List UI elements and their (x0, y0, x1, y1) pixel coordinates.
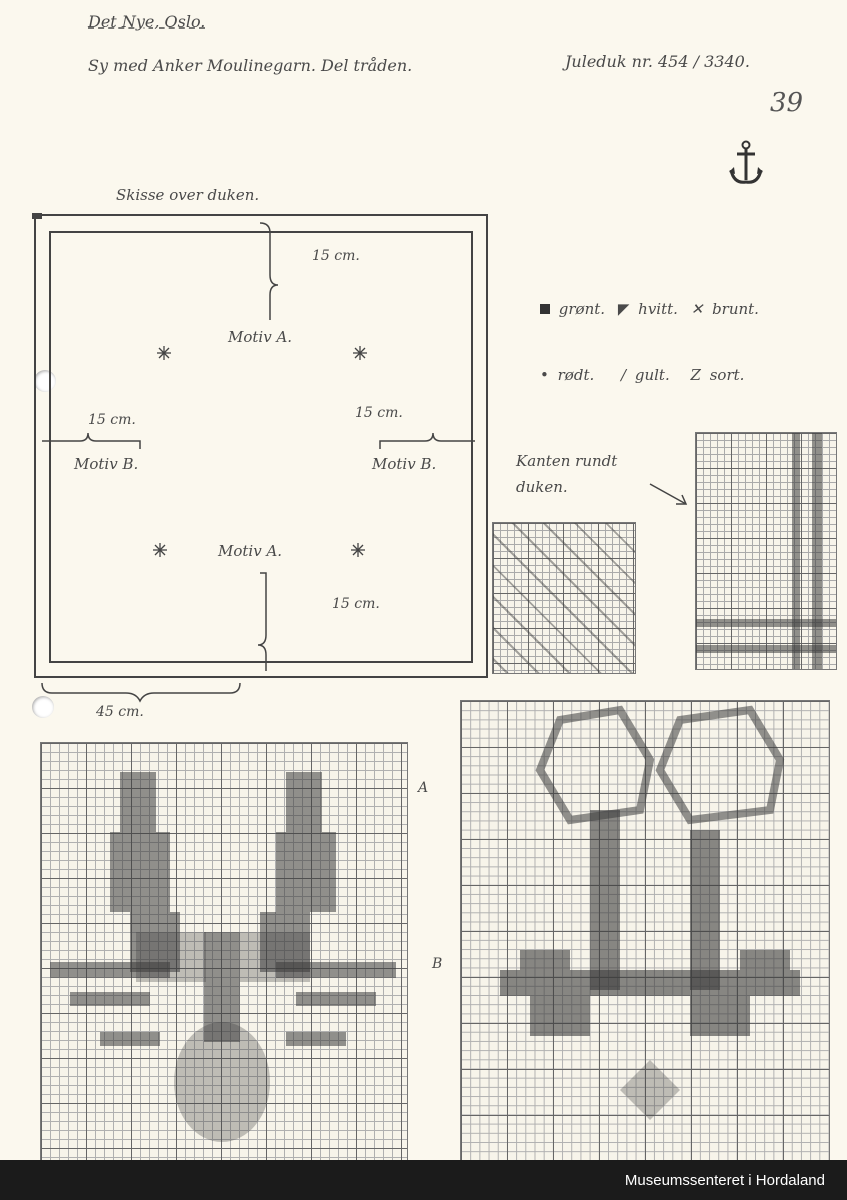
chart-marker-b: B (432, 956, 443, 972)
legend-row-2: • rødt. / gult. Z sort. (540, 366, 744, 384)
legend-row-1: grønt. ◤ hvitt. ✕ brunt. (540, 300, 759, 318)
legend-black: sort. (709, 366, 745, 384)
tablecloth-sketch (32, 213, 488, 703)
motif-b-figures (500, 705, 800, 1120)
motif-a-bottom-label: Motiv A. (218, 542, 283, 560)
yellow-slash-symbol: / (621, 366, 627, 384)
pattern-number: Juleduk nr. 454 / 3340. (565, 52, 750, 71)
red-dot-symbol: • (540, 366, 549, 384)
border-note-line-1: Kanten rundt (516, 452, 618, 470)
legend-green: grønt. (558, 300, 606, 318)
legend-red: rødt. (557, 366, 595, 384)
brown-cross-symbol: ✕ (690, 300, 704, 318)
green-square-symbol (540, 304, 550, 314)
border-stitch-chart (695, 432, 837, 670)
publisher-heading: Det Nye, Oslo. (88, 12, 206, 31)
arrow-icon (649, 483, 688, 505)
legend-white: hvitt. (638, 300, 678, 318)
pattern-sheet: Det Nye, Oslo. Sy med Anker Moulinegarn.… (32, 12, 837, 1160)
punch-hole (32, 696, 54, 718)
anchor-icon (729, 140, 763, 184)
chart-marker-a: A (418, 780, 429, 796)
motif-b-right-label: Motiv B. (372, 455, 437, 473)
instruction-text: Sy med Anker Moulinegarn. Del tråden. (88, 56, 413, 75)
page-number: 39 (770, 88, 804, 118)
corner-stitch-chart (492, 522, 636, 674)
legend-brown: brunt. (712, 300, 759, 318)
footer-label: Museumssenteret i Hordaland (624, 1171, 825, 1189)
motif-a-top-label: Motiv A. (228, 328, 293, 346)
bottom-dimension: 15 cm. (332, 596, 380, 612)
footer-bar: Museumssenteret i Hordaland (0, 1160, 847, 1200)
motif-b-left-label: Motiv B. (74, 455, 139, 473)
border-note-line-2: duken. (516, 478, 568, 496)
black-z-symbol: Z (690, 366, 701, 384)
sketch-title: Skisse over duken. (116, 186, 260, 204)
white-triangle-symbol: ◤ (617, 300, 630, 318)
left-dimension: 15 cm. (88, 412, 136, 428)
motif-a-figures (50, 772, 396, 1142)
legend-yellow: gult. (634, 366, 670, 384)
width-dimension: 45 cm. (96, 704, 144, 720)
right-dimension: 15 cm. (355, 405, 403, 421)
top-dimension: 15 cm. (312, 248, 360, 264)
